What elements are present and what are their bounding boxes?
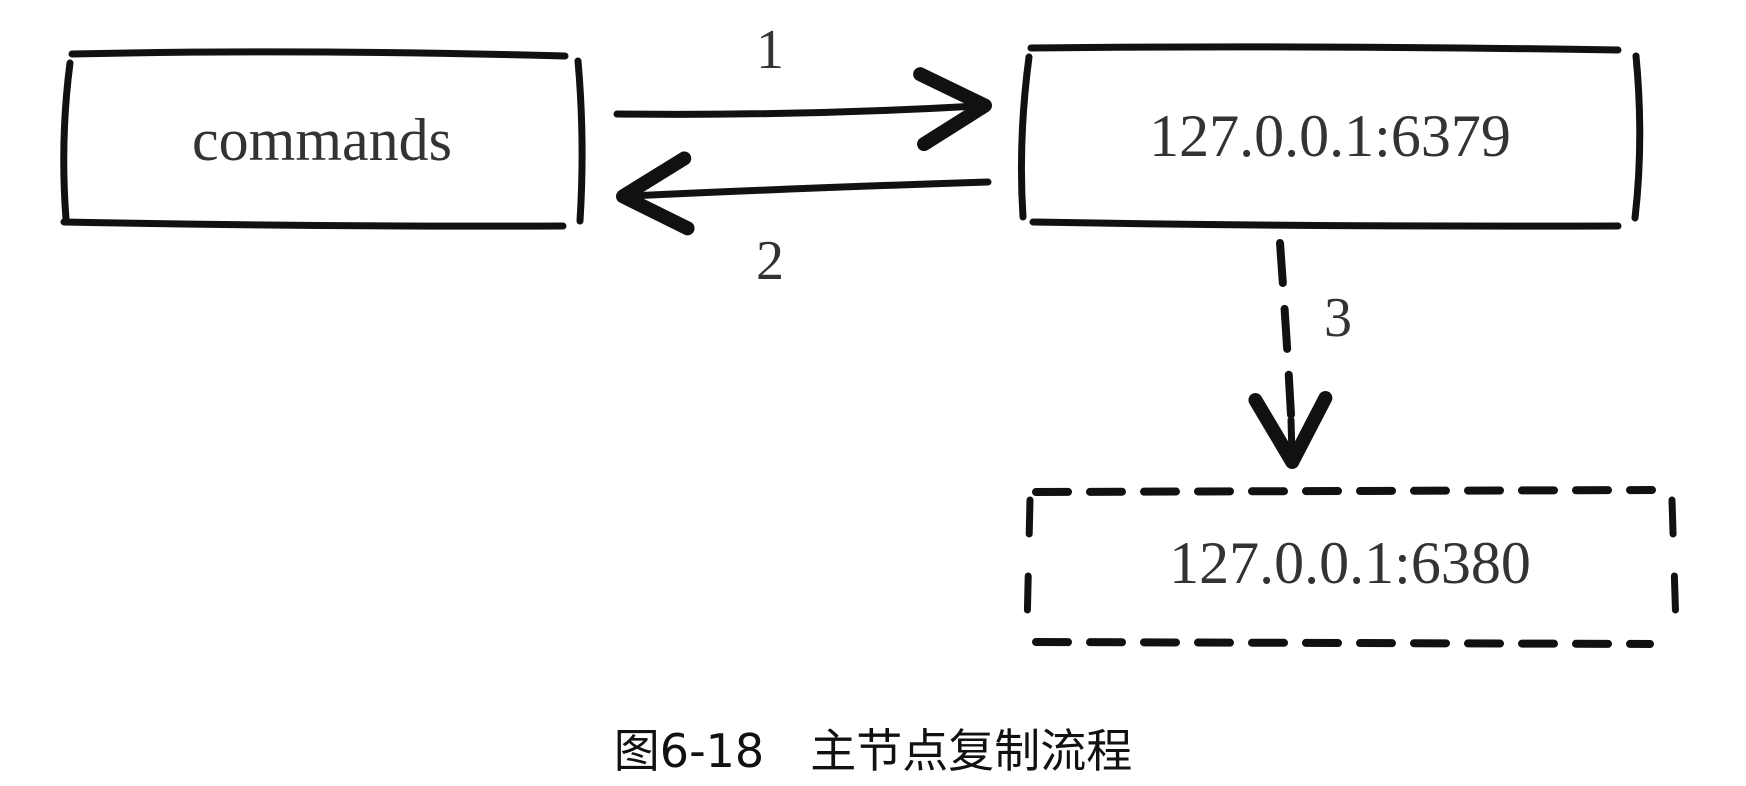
node-commands: commands [60, 48, 586, 230]
node-slave: 127.0.0.1:6380 [1023, 486, 1680, 648]
edge-step3: 3 [1248, 239, 1352, 469]
node-master: 127.0.0.1:6379 [1017, 43, 1644, 230]
edge-step1: 1 [613, 19, 992, 152]
edge-step1-label: 1 [756, 19, 784, 81]
node-master-label: 127.0.0.1:6379 [1149, 103, 1511, 169]
node-slave-label: 127.0.0.1:6380 [1169, 530, 1531, 596]
node-commands-label: commands [192, 107, 452, 173]
edge-step2: 2 [616, 151, 992, 292]
edge-step3-label: 3 [1324, 287, 1352, 349]
figure-caption: 图6-18 主节点复制流程 [613, 724, 1133, 778]
edge-step2-label: 2 [756, 230, 784, 292]
